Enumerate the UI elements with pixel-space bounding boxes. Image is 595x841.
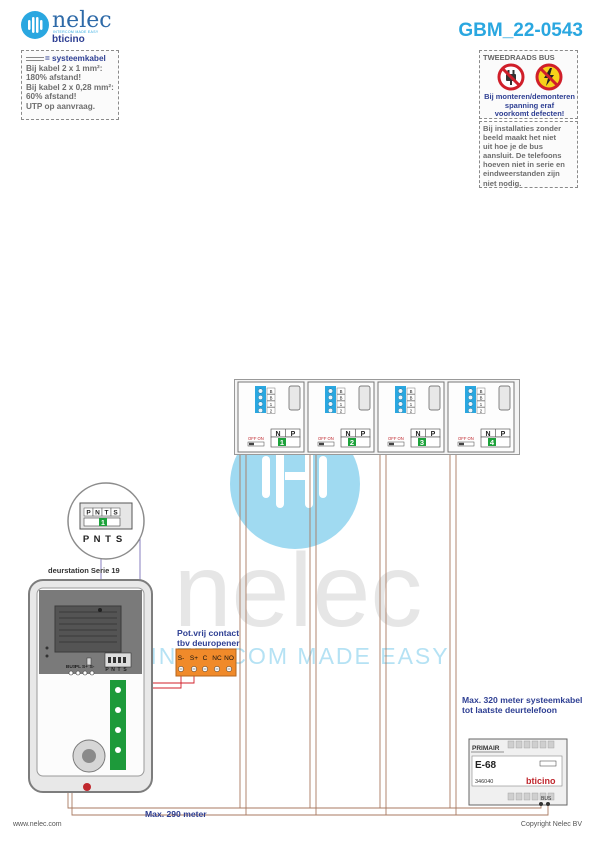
brand-name: nelec <box>52 8 112 33</box>
zoom-header-label: S <box>113 510 118 517</box>
handset-number: 2 <box>350 438 354 447</box>
handset-terminal-label: B <box>480 389 483 394</box>
zoom-header-label: N <box>95 510 100 517</box>
brand-tagline: INTERCOM MADE EASY <box>53 30 99 34</box>
relay-terminal-label: NC <box>212 655 222 662</box>
warning-title: TWEEDRAADS BUS <box>483 53 555 62</box>
warning-box: TWEEDRAADS BUS Bij monteren/demonteren s… <box>479 50 578 119</box>
system-cable-icon <box>26 56 44 61</box>
handset-switch-label: OFF ON <box>388 436 404 441</box>
zoom-footer-label: S <box>116 534 122 545</box>
door-station-module-label: T <box>117 667 120 673</box>
handset-switch-label: OFF ON <box>458 436 474 441</box>
power-supply-brand: bticino <box>526 776 556 786</box>
cable-note-line: 180% afstand! <box>26 73 82 83</box>
handset-receiver-icon <box>498 385 511 411</box>
zoom-footer-label: P <box>83 534 90 545</box>
document-code: GBM_22-0543 <box>458 20 583 41</box>
handset-terminal-label: 1 <box>340 402 343 407</box>
power-supply-header: PRIMAIR <box>472 745 500 752</box>
door-station-module-label: P <box>105 667 109 673</box>
handset-number: 4 <box>490 438 495 447</box>
zoom-header-label: P <box>86 510 91 517</box>
handset-terminal-label: 1 <box>480 402 483 407</box>
cable-note: = systeemkabel Bij kabel 2 x 1 mm²: 180%… <box>21 50 119 120</box>
handset-terminal-label: 1 <box>270 402 273 407</box>
brand-logo: nelec INTERCOM MADE EASY bticino <box>20 8 112 45</box>
handset-terminal-label: B <box>410 396 413 401</box>
door-station-label: deurstation Serie 19 <box>48 566 120 575</box>
door-station-terminal-label: PL <box>75 664 81 670</box>
svg-text:nelec: nelec <box>174 533 423 649</box>
handset-receiver-icon <box>358 385 371 411</box>
partner-logo: bticino <box>52 34 85 45</box>
relay-terminal-label: NO <box>224 655 234 662</box>
cable-note-line: UTP op aanvraag. <box>26 101 96 111</box>
power-supply: PRIMAIR E-68 346040 bticino BUS <box>468 738 568 806</box>
relay-terminal-label: S+ <box>190 655 198 662</box>
handset-switch-label: OFF ON <box>248 436 264 441</box>
power-supply-model: E-68 <box>475 760 497 771</box>
zoom-footer-label: N <box>94 534 101 545</box>
footer-copyright: Copyright Nelec BV <box>520 821 582 828</box>
handset-terminal-label: 1 <box>410 402 413 407</box>
install-note: Bij installaties zonder beeld maakt het … <box>479 121 578 188</box>
handset-header-label: N <box>275 431 280 438</box>
cable-note-line: Bij kabel 2 x 0,28 mm²: <box>26 82 114 92</box>
handset-terminal-label: 2 <box>410 409 413 414</box>
handset-header-label: P <box>361 431 366 438</box>
handset-terminal-label: B <box>270 396 273 401</box>
handset-terminal-label: B <box>340 396 343 401</box>
power-supply-code: 346040 <box>475 779 493 785</box>
warning-text: Bij monteren/demonteren spanning eraf vo… <box>484 92 575 119</box>
handset-terminal-label: 2 <box>270 409 273 414</box>
handset-header-label: N <box>345 431 350 438</box>
handset-terminal-label: B <box>410 389 413 394</box>
relay-label: Pot.vrij contact tbv deuropener <box>177 628 240 648</box>
zoom-footer-label: T <box>105 534 111 545</box>
door-station-terminal-label: S- <box>90 664 95 670</box>
no-plug-icon <box>497 63 525 91</box>
handset-terminal-label: B <box>340 389 343 394</box>
handset-header-label: P <box>291 431 296 438</box>
zoom-header-label: T <box>105 510 109 517</box>
handset-header-label: P <box>501 431 506 438</box>
handset-receiver-icon <box>288 385 301 411</box>
handset-terminal-label: B <box>270 389 273 394</box>
cable-note-line: 60% afstand! <box>26 92 77 102</box>
relay-terminal-label: S- <box>178 655 185 662</box>
handset-switch-label: OFF ON <box>318 436 334 441</box>
handset-number: 3 <box>420 438 424 447</box>
distance-door-station: Max. 290 meter <box>145 809 207 819</box>
no-power-icon <box>535 63 563 91</box>
door-station-module-label: S <box>123 667 127 673</box>
door-station-terminal-label: S+ <box>82 664 88 670</box>
handset-terminal-label: B <box>480 396 483 401</box>
handset-receiver-icon <box>428 385 441 411</box>
cable-note-line: Bij kabel 2 x 1 mm²: <box>26 63 103 73</box>
handset-header-label: N <box>415 431 420 438</box>
door-station-module-label: N <box>111 667 115 673</box>
door-station-terminal-label: BUS <box>66 664 77 670</box>
cable-note-title: = systeemkabel <box>26 54 114 64</box>
handset-terminal-label: 2 <box>340 409 343 414</box>
handset-header-label: P <box>431 431 436 438</box>
footer-website[interactable]: www.nelec.com <box>13 821 62 828</box>
handset-terminal-label: 2 <box>480 409 483 414</box>
handset-header-label: N <box>485 431 490 438</box>
relay-terminal-label: C <box>203 655 208 662</box>
nelec-logo-icon <box>21 11 49 39</box>
zoom-value: 1 <box>101 520 105 527</box>
power-supply-terminal: BUS <box>541 796 552 802</box>
handset-number: 1 <box>280 438 284 447</box>
distance-last-phone: Max. 320 meter systeemkabel tot laatste … <box>462 695 583 715</box>
